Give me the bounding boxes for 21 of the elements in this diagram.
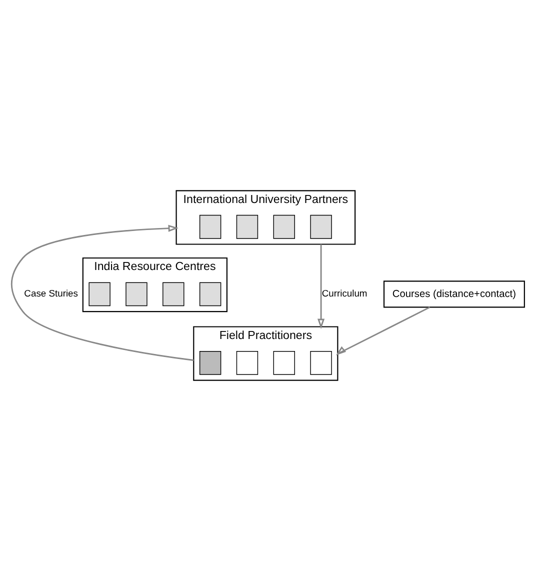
node-box [236,350,258,374]
arrow [10,224,194,360]
cluster: Field Practitioners [193,326,338,380]
edge-label: Curriculum [322,287,368,298]
node-box [236,214,258,238]
node-box [273,214,295,238]
edge-label: Case Sturies [24,287,78,298]
node-box [199,282,222,306]
node-box [162,282,184,306]
node-box: Courses (distance+contact) [383,280,525,308]
cluster: India Resource Centres [82,256,228,312]
node-box [273,350,295,374]
node-box [199,350,222,374]
node-box [126,282,148,306]
node-box [310,214,332,238]
arrow [336,306,430,355]
arrow [317,244,325,328]
node-box [310,350,332,374]
node-box [199,214,222,238]
node-box [88,282,110,306]
cluster: International University Partners [176,190,356,244]
